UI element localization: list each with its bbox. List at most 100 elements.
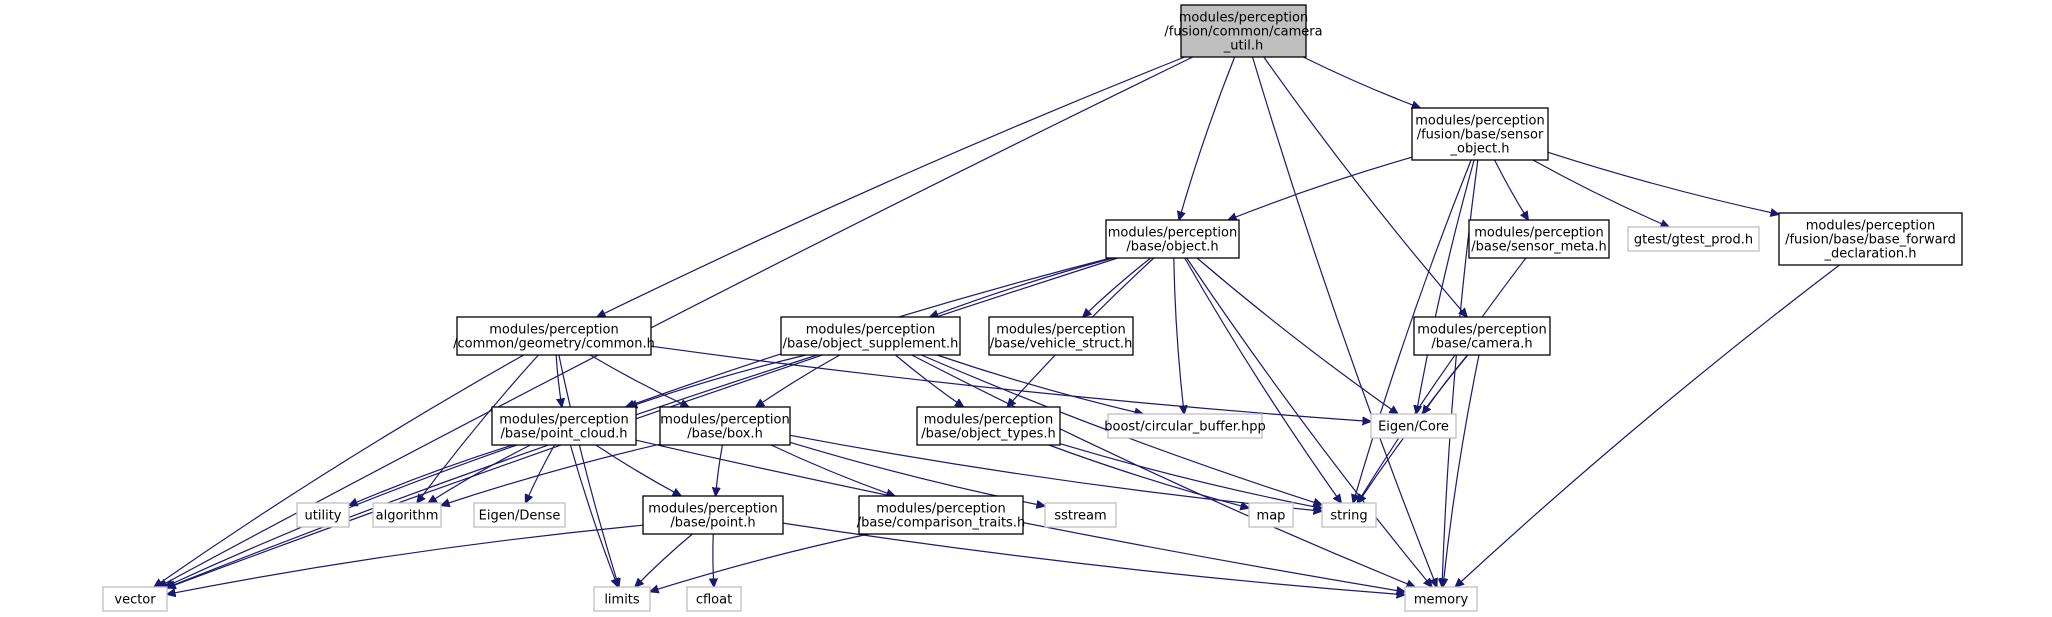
node-map: map bbox=[1248, 502, 1294, 528]
node-label: Eigen/Core bbox=[1378, 420, 1449, 435]
node-object[interactable]: modules/perception/base/object.h bbox=[1105, 219, 1240, 259]
edge-camera_util-to-camera bbox=[1263, 56, 1467, 317]
node-vehicle-struct[interactable]: modules/perception/base/vehicle_struct.h bbox=[988, 316, 1134, 356]
node-label: vector bbox=[114, 593, 156, 608]
node-label: sstream bbox=[1054, 509, 1106, 524]
edge-common-to-eigen_core bbox=[650, 345, 1371, 421]
node-string: string bbox=[1321, 502, 1377, 528]
node-label: /base/point_cloud.h bbox=[501, 427, 628, 442]
node-label: /base/object.h bbox=[1126, 240, 1218, 255]
edge-object-to-circular_buffer bbox=[1173, 257, 1184, 414]
node-common[interactable]: modules/perception/common/geometry/commo… bbox=[453, 316, 655, 356]
edge-box-to-comparison_traits bbox=[770, 444, 895, 496]
edge-point_cloud-to-utility bbox=[349, 444, 513, 505]
edge-camera-to-memory bbox=[1443, 354, 1480, 587]
node-algorithm: algorithm bbox=[372, 502, 442, 528]
node-box bbox=[916, 406, 1061, 446]
edge-line bbox=[595, 444, 681, 496]
edge-line bbox=[1196, 257, 1398, 414]
node-label: modules/perception bbox=[1179, 11, 1308, 26]
node-label: modules/perception bbox=[806, 323, 935, 338]
node-box bbox=[642, 495, 784, 535]
node-sensor-object[interactable]: modules/perception/fusion/base/sensor_ob… bbox=[1411, 107, 1549, 161]
node-box bbox=[780, 316, 961, 356]
node-label: /fusion/common/camera bbox=[1164, 25, 1322, 40]
edge-line bbox=[1416, 159, 1475, 414]
node-label: _object.h bbox=[1450, 142, 1510, 157]
edge-sensor_meta-to-string bbox=[1357, 257, 1527, 503]
edge-line bbox=[770, 444, 895, 496]
node-eigen-core: Eigen/Core bbox=[1370, 413, 1457, 439]
edge-camera_util-to-sensor_object bbox=[1302, 56, 1420, 108]
node-memory: memory bbox=[1404, 586, 1478, 612]
edge-point-to-cfloat bbox=[713, 533, 714, 587]
edge-object_supplement-to-memory bbox=[911, 354, 1415, 587]
edge-line bbox=[417, 354, 539, 503]
node-base-forward[interactable]: modules/perception/fusion/base/base_forw… bbox=[1778, 212, 1963, 266]
node-camera-util[interactable]: modules/perception/fusion/common/camera_… bbox=[1164, 4, 1323, 58]
node-label: /base/sensor_meta.h bbox=[1471, 240, 1606, 255]
node-box bbox=[1468, 219, 1610, 259]
edge-sensor_object-to-base_forward bbox=[1547, 151, 1779, 214]
node-label: modules/perception bbox=[489, 323, 618, 338]
edge-line bbox=[1357, 257, 1527, 503]
edge-line bbox=[1186, 257, 1432, 587]
node-sensor-meta[interactable]: modules/perception/base/sensor_meta.h bbox=[1468, 219, 1610, 259]
node-box bbox=[1411, 107, 1549, 161]
edge-sensor_object-to-memory bbox=[1442, 159, 1479, 587]
edge-line bbox=[716, 444, 723, 496]
edge-camera_util-to-common bbox=[597, 56, 1185, 317]
node-label: string bbox=[1330, 509, 1367, 524]
edge-line bbox=[167, 257, 1118, 588]
node-label: /base/vehicle_struct.h bbox=[990, 337, 1133, 352]
node-label: modules/perception bbox=[1474, 226, 1603, 241]
node-box bbox=[456, 316, 652, 356]
edge-object-to-vector bbox=[167, 257, 1118, 588]
edge-line bbox=[1173, 257, 1184, 414]
node-label: modules/perception bbox=[648, 502, 777, 517]
edge-line bbox=[782, 522, 1405, 595]
node-point-cloud[interactable]: modules/perception/base/point_cloud.h bbox=[491, 406, 637, 446]
edge-line bbox=[1228, 156, 1413, 220]
edge-line bbox=[441, 443, 661, 505]
node-label: memory bbox=[1414, 593, 1469, 608]
edge-line bbox=[1532, 159, 1669, 227]
edge-comparison_traits-to-limits bbox=[650, 533, 869, 592]
node-label: modules/perception bbox=[499, 413, 628, 428]
node-label: _declaration.h bbox=[1823, 247, 1916, 262]
node-camera[interactable]: modules/perception/base/camera.h bbox=[1413, 316, 1551, 356]
edge-line bbox=[555, 354, 562, 407]
node-object-supplement[interactable]: modules/perception/base/object_supplemen… bbox=[780, 316, 961, 356]
edge-object-to-memory bbox=[1186, 257, 1432, 587]
edge-line bbox=[1179, 56, 1236, 220]
node-circular-buffer: boost/circular_buffer.hpp bbox=[1104, 413, 1266, 439]
node-point[interactable]: modules/perception/base/point.h bbox=[642, 495, 784, 535]
node-label: Eigen/Dense bbox=[479, 509, 561, 524]
edge-point-to-vector bbox=[167, 524, 644, 594]
node-label: /base/box.h bbox=[687, 427, 763, 442]
edge-line bbox=[589, 354, 689, 407]
edge-common-to-limits bbox=[558, 354, 619, 587]
edge-line bbox=[167, 524, 644, 594]
edge-line bbox=[1547, 151, 1779, 214]
node-box bbox=[1107, 413, 1263, 439]
edge-line bbox=[597, 56, 1185, 317]
node-comparison-traits[interactable]: modules/perception/base/comparison_trait… bbox=[857, 495, 1025, 535]
node-box bbox=[473, 502, 566, 528]
edge-point-to-memory bbox=[782, 522, 1405, 595]
edge-object_supplement-to-object_types bbox=[895, 354, 963, 407]
node-object-types[interactable]: modules/perception/base/object_types.h bbox=[916, 406, 1061, 446]
node-box bbox=[593, 586, 651, 612]
node-box[interactable]: modules/perception/base/box.h bbox=[659, 406, 791, 446]
node-box bbox=[1413, 316, 1551, 356]
node-box bbox=[372, 502, 442, 528]
edge-sensor_object-to-eigen_core bbox=[1416, 159, 1475, 414]
edge-common-to-vector bbox=[154, 354, 524, 587]
edge-line bbox=[629, 354, 806, 407]
node-box bbox=[686, 586, 742, 612]
edge-line bbox=[1263, 56, 1467, 317]
node-box bbox=[491, 406, 637, 446]
edge-line bbox=[756, 354, 841, 407]
node-label: /base/comparison_traits.h bbox=[857, 516, 1025, 531]
